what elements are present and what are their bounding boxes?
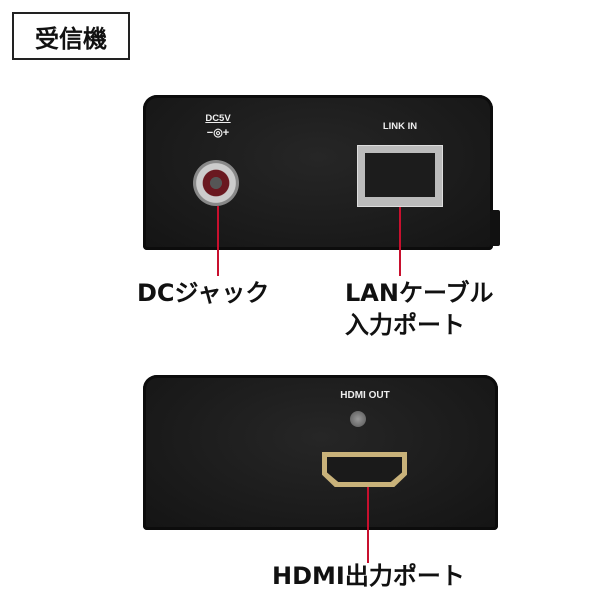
hdmi-port-callout: HDMI出力ポート	[272, 562, 465, 590]
lan-leader-line	[399, 207, 401, 276]
dc-polarity-icon: −◎+	[206, 127, 230, 139]
hdmi-port-icon	[322, 452, 407, 487]
hdmi-out-label: HDMI OUT	[340, 390, 390, 401]
screw-icon	[350, 411, 366, 427]
dc-jack-icon	[193, 160, 239, 206]
lan-port-callout-line2: 入力ポート	[345, 311, 465, 339]
dc-jack-callout: DCジャック	[137, 279, 270, 307]
receiver-rear-panel	[143, 375, 498, 530]
title-label: 受信機	[12, 12, 130, 60]
rj45-port-icon	[357, 145, 443, 207]
dc-leader-line	[217, 206, 219, 276]
side-tab	[490, 210, 500, 246]
dc-voltage-label: DC5V	[205, 113, 231, 124]
hdmi-leader-line	[367, 487, 369, 563]
link-in-label: LINK IN	[382, 121, 418, 132]
lan-port-callout-line1: LANケーブル	[345, 279, 494, 307]
